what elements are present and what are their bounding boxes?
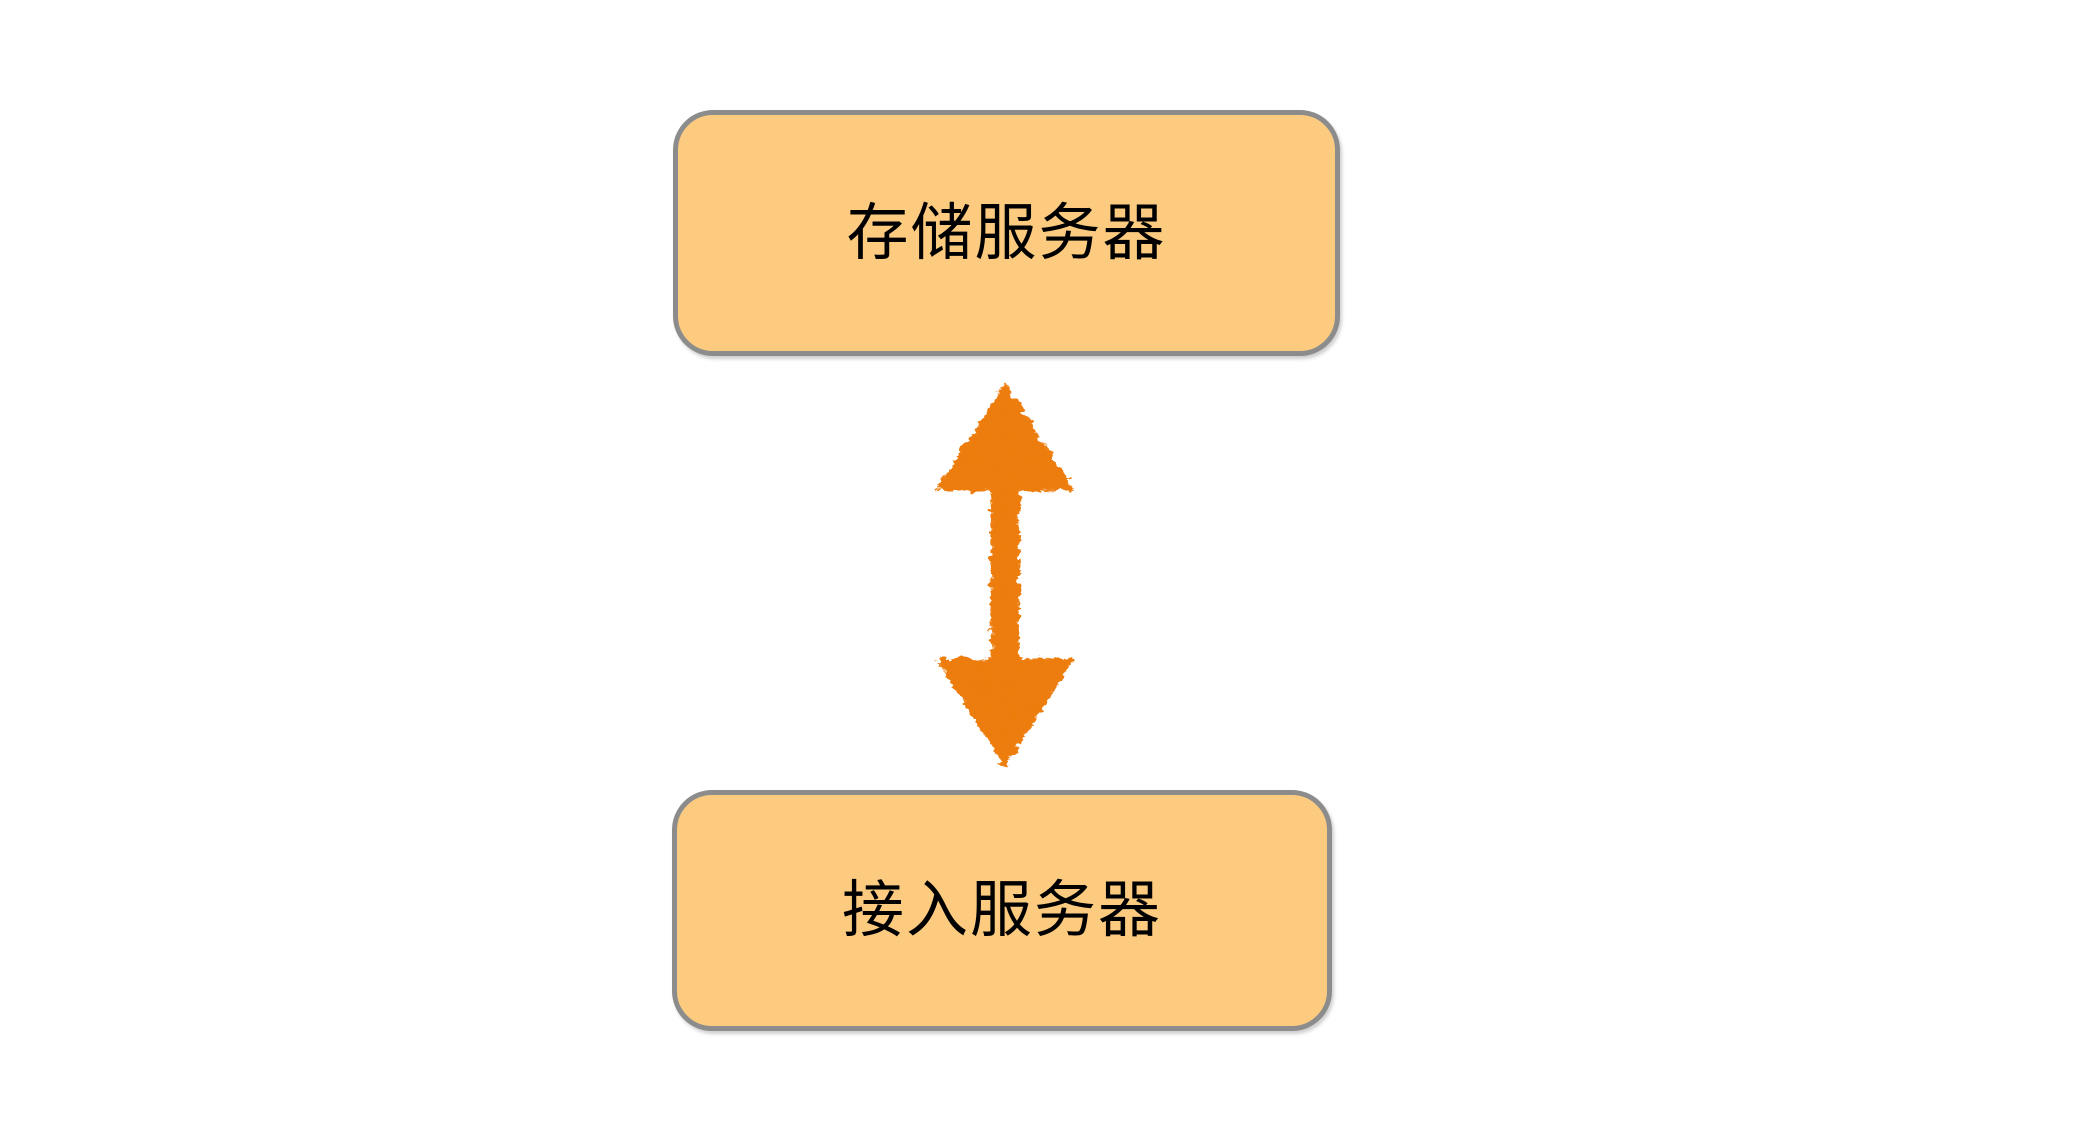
double-arrow-icon (936, 383, 1074, 767)
node-access-server[interactable]: 接入服务器 (672, 790, 1332, 1031)
connector-storage-access[interactable] (880, 375, 1130, 775)
node-storage-server[interactable]: 存储服务器 (673, 110, 1340, 356)
node-storage-server-label: 存储服务器 (846, 195, 1167, 269)
node-access-server-label: 接入服务器 (841, 873, 1162, 947)
